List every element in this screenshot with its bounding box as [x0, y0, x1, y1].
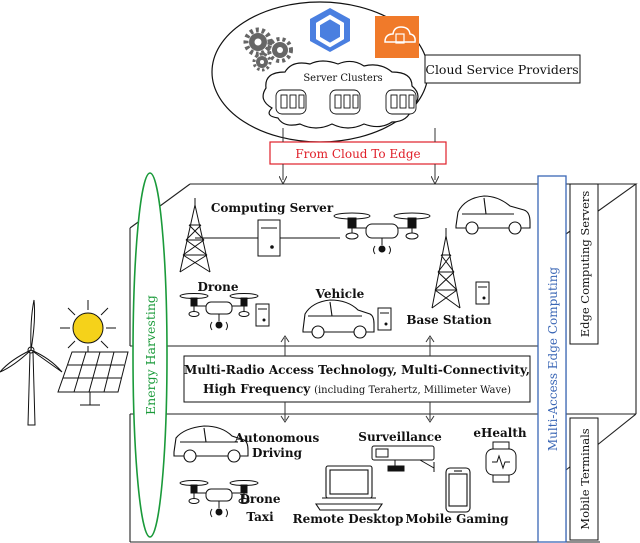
- mobile-terminals-label: Mobile Terminals: [578, 428, 592, 529]
- small-server-icon: [377, 307, 392, 331]
- access-line-2: High Frequency (including Terahertz, Mil…: [203, 382, 511, 396]
- access-arrows: [280, 335, 435, 423]
- small-server-icon: [255, 303, 270, 327]
- cloud-to-edge-label: From Cloud To Edge: [295, 147, 420, 161]
- vehicle-label: Vehicle: [315, 287, 365, 301]
- vehicle-icon: [302, 299, 375, 339]
- smartphone-icon: [445, 467, 471, 513]
- access-technology-box: [183, 355, 531, 403]
- access-line-2-note: (including Terahertz, Millimeter Wave): [314, 385, 511, 396]
- cloud-edge-arrows: [283, 128, 435, 180]
- wind-turbine-icon: [0, 299, 63, 426]
- mobile-terminals-box: [569, 417, 599, 541]
- drone-icon: [179, 293, 259, 331]
- edge-servers-box: [569, 183, 599, 345]
- laptop-icon: [314, 465, 384, 511]
- mec-label: Multi-Access Edge Computing: [546, 267, 560, 452]
- drone-icon: [333, 212, 431, 255]
- server-clusters-label: Server Clusters: [303, 73, 382, 84]
- drone-taxi-icon: [179, 480, 259, 518]
- drone-taxi-label-2: Taxi: [246, 510, 274, 524]
- cloud-to-edge-box: [269, 141, 447, 165]
- server-rack-icon: [275, 89, 417, 115]
- drone-label: Drone: [197, 280, 238, 294]
- base-station-tower-icon: [431, 228, 461, 309]
- energy-harvesting-ellipse: [132, 172, 168, 538]
- cell-tower-icon: [179, 198, 211, 273]
- solar-panel-icon: [57, 351, 129, 406]
- vehicle-icon: [455, 195, 531, 235]
- computing-server-icon: [257, 219, 281, 257]
- energy-harvesting-label: Energy Harvesting: [143, 295, 158, 415]
- autonomous-label-2: Driving: [252, 446, 303, 460]
- surveillance-label: Surveillance: [358, 430, 442, 444]
- cloud-section: Cloud Service Providers Server C: [211, 1, 581, 180]
- computing-server-label: Computing Server: [211, 201, 334, 215]
- google-cloud-icon: [310, 8, 350, 52]
- sun-icon: [60, 300, 116, 356]
- edge-servers-label: Edge Computing Servers: [578, 191, 592, 338]
- remote-desktop-label: Remote Desktop: [293, 512, 404, 526]
- access-line-1: Multi-Radio Access Technology, Multi-Con…: [184, 363, 530, 377]
- mobile-gaming-label: Mobile Gaming: [405, 512, 509, 526]
- cloud-providers-label: Cloud Service Providers: [425, 62, 578, 77]
- cloud-service-icon: [375, 16, 419, 58]
- gears-icon: [243, 27, 293, 72]
- smartwatch-icon: [485, 441, 517, 483]
- drone-taxi-label-1: Drone: [239, 492, 280, 506]
- autonomous-car-icon: [173, 425, 249, 463]
- mec-box: [537, 175, 567, 543]
- surveillance-camera-icon: [371, 445, 435, 472]
- autonomous-label-1: Autonomous: [234, 431, 320, 445]
- access-line-2-main: High Frequency: [203, 382, 311, 396]
- ehealth-label: eHealth: [473, 426, 526, 440]
- base-station-label: Base Station: [406, 313, 492, 327]
- cloud-providers-box: [424, 54, 581, 84]
- small-server-icon: [475, 281, 490, 305]
